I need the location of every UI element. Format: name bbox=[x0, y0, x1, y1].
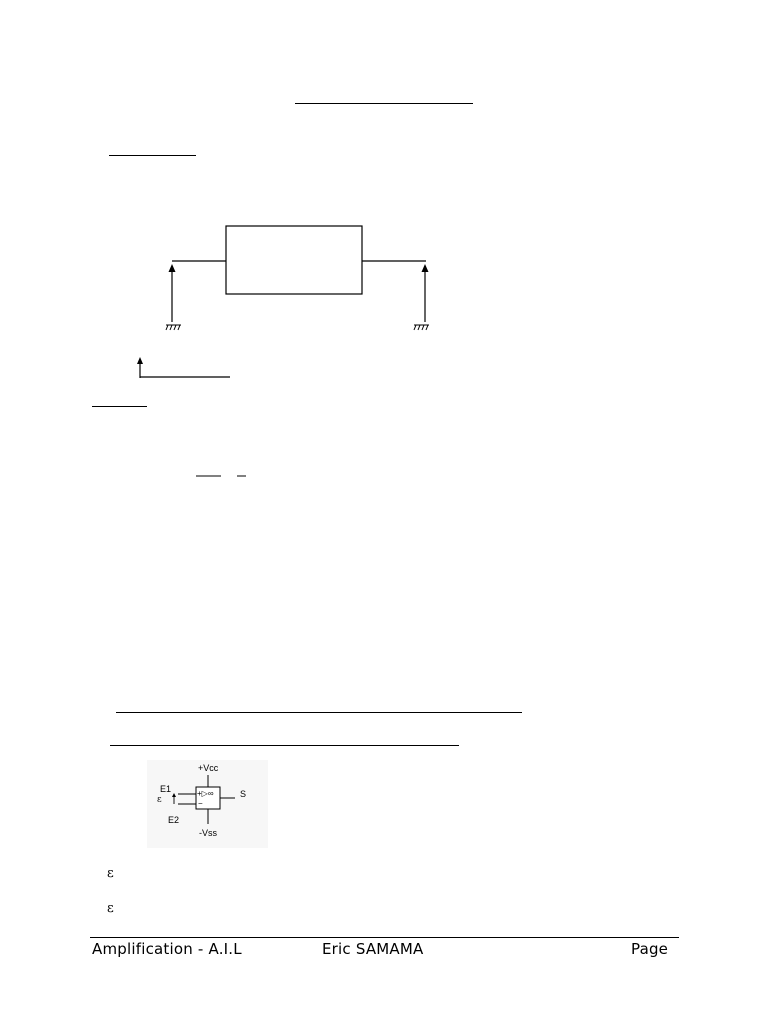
plus-infinity-label: +▷∞ bbox=[197, 789, 214, 798]
ground-icon bbox=[413, 324, 429, 331]
footer-center-text: Eric SAMAMA bbox=[322, 940, 424, 958]
footer-left-text: Amplification - A.I.L bbox=[92, 940, 242, 958]
voltage-notation-arrow bbox=[137, 357, 230, 378]
amplifier-box bbox=[225, 225, 363, 295]
e1-label: E1 bbox=[160, 784, 172, 794]
section-heading-underline bbox=[110, 745, 459, 746]
minus-label: − bbox=[198, 799, 203, 808]
opamp-symbol bbox=[172, 775, 235, 824]
footer-rule bbox=[90, 937, 679, 938]
section-heading-underline bbox=[109, 155, 196, 156]
section-heading-underline bbox=[116, 712, 522, 713]
epsilon-label: ε bbox=[157, 795, 162, 805]
vss-label: -Vss bbox=[199, 828, 217, 838]
input-voltage-arrow bbox=[168, 264, 176, 322]
title-underline bbox=[295, 103, 473, 104]
output-voltage-arrow bbox=[421, 264, 429, 322]
opamp-figure: +Vcc E1 ε +▷∞ − S E2 -Vss bbox=[147, 760, 268, 848]
e2-label: E2 bbox=[168, 815, 180, 825]
s-label: S bbox=[240, 789, 247, 799]
subheading-underline bbox=[92, 406, 147, 407]
footer-right-text: Page bbox=[631, 940, 669, 958]
epsilon-bullet: ε bbox=[107, 866, 114, 881]
epsilon-bullet: ε bbox=[107, 901, 114, 916]
ground-icon bbox=[165, 324, 181, 331]
vcc-label: +Vcc bbox=[198, 763, 219, 773]
